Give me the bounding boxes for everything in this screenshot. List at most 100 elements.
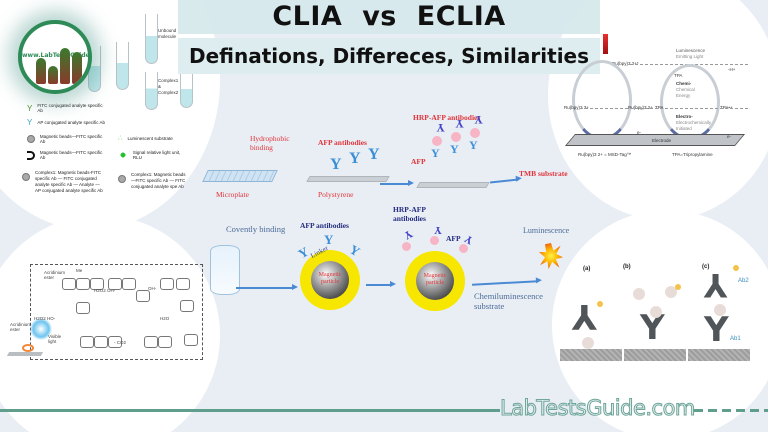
benzene-ring-icon [76, 302, 90, 314]
tube-label: Compleх1 & Complex2 [158, 78, 179, 95]
label-tag-icon [675, 284, 681, 290]
test-tube [180, 74, 193, 108]
light-emission-icon [30, 318, 52, 340]
benzene-ring-icon [108, 336, 122, 348]
footer-dash [722, 409, 731, 412]
test-tube [145, 14, 158, 64]
benzene-ring-icon [122, 278, 136, 290]
page-subtitle: Definations, Differeces, Similarities [178, 38, 600, 74]
benzene-ring-icon [80, 336, 94, 348]
benzene-ring-icon [176, 278, 190, 290]
antibody-icon: Y [450, 142, 459, 156]
ap-antibody-icon: Y [27, 118, 33, 127]
antigen-icon [714, 304, 726, 316]
antibody-icon: Y [572, 296, 597, 336]
antibody-icon: Y [368, 146, 380, 163]
tmb-substrate-label: TMB substrate [519, 169, 568, 178]
antibody-icon: Y [330, 156, 342, 173]
hrp-antibody-icon: Y [455, 117, 464, 131]
arrow-icon [380, 180, 414, 186]
hrp-antibody-icon: Y [436, 121, 445, 135]
legend-item: ∴ Luminescent substrate [118, 135, 173, 142]
complex2-icon [118, 175, 126, 183]
panel-label-b: (b) [623, 264, 631, 270]
polystyrene-surface [416, 182, 490, 188]
antibody-icon: Y [431, 146, 440, 160]
visible-light-label: Visible light [48, 334, 62, 344]
footer-dash [764, 409, 768, 412]
footer-dash [694, 409, 703, 412]
solid-phase-surface [560, 349, 622, 361]
benzene-ring-icon [184, 334, 198, 346]
test-tube [145, 72, 158, 110]
afp-label: AFP [446, 234, 461, 243]
antigen-icon [650, 306, 662, 318]
co2-label: - CO2 [114, 340, 127, 345]
solid-phase-surface [688, 349, 750, 361]
antigen-icon [633, 288, 645, 300]
afp-antibodies-label: AFP antibodies [300, 221, 349, 230]
sample-tube-icon [210, 245, 240, 295]
methyl-label: Me [76, 268, 83, 273]
tube-label: Unbound molecule [158, 28, 177, 39]
label-tag-icon [733, 265, 739, 271]
peroxide-label: H2O2 HO- [34, 316, 56, 321]
afp-antibodies-label: AFP antibodies [318, 138, 367, 147]
ab1-label: Ab1 [730, 336, 741, 342]
water-label: H2O [160, 316, 170, 321]
electron-label: e- [637, 130, 642, 135]
microplate-label: Microplate [216, 190, 249, 199]
h-plus-label: -H+ [728, 67, 736, 72]
logo-ring-text: www.LabTestsGuide.com [22, 52, 92, 59]
arrow-icon [472, 280, 538, 286]
covently-binding-label: Covently binding [226, 224, 286, 234]
hrp-antibody-icon: Y [401, 227, 415, 242]
afp-antigen-icon [459, 244, 468, 253]
test-tube [116, 42, 129, 90]
emitting-light-label: Emitting Light [676, 54, 704, 59]
luminescence-label: Luminescence [523, 226, 570, 235]
benzene-ring-icon [158, 336, 172, 348]
magnetic-arc-icon [27, 150, 35, 160]
benzene-ring-icon [136, 290, 150, 302]
family-figure-icon [72, 52, 82, 84]
benzene-ring-icon [94, 336, 108, 348]
arrow-icon [489, 178, 519, 183]
hydrophobic-binding-label: Hydrophobic binding [250, 134, 290, 152]
light-arrow-icon [603, 34, 608, 54]
fitc-antibody-icon: Y [27, 103, 33, 113]
legend-item: Y FITC conjugated analyte specific Ab [27, 103, 103, 113]
reagent-label: H2O2 OH- [94, 288, 116, 293]
family-figure-icon [48, 66, 58, 84]
benzene-ring-icon [76, 278, 90, 290]
afp-antigen-icon [432, 136, 442, 146]
polystyrene-surface [306, 176, 390, 182]
afp-label: AFP [411, 157, 426, 166]
afp-antigen-icon [402, 242, 411, 251]
hrp-afp-label: HRP-AFP antibodies [393, 205, 426, 223]
benzene-ring-icon [160, 278, 174, 290]
legend-item: Complex1: Magnetic beads—FITC specific A… [118, 172, 190, 190]
reaction-scheme-box [30, 264, 203, 360]
microplate-icon [202, 170, 278, 182]
ab2-label: Ab2 [738, 278, 749, 284]
label-tag-icon [597, 301, 603, 307]
antigen-icon [22, 344, 34, 352]
benzene-ring-icon [62, 278, 76, 290]
magnetic-particle-icon: Magnetic particle [416, 262, 454, 300]
capture-antibody-icon: Y [704, 310, 729, 350]
electrode-label: Electrode [652, 138, 672, 143]
cycle-arrow [572, 60, 632, 140]
magnetic-particle-conjugate: Magnetic particle [300, 250, 360, 310]
legend-item: Magnetic beads—FITC specific Ab [27, 134, 107, 144]
family-figure-icon [60, 48, 70, 84]
benzene-ring-icon [144, 336, 158, 348]
electrochem-label: Electrochemically Initiated [676, 120, 712, 131]
luminescence-burst-icon [539, 243, 563, 269]
acridinium-ester-label: Acridinium ester [10, 322, 32, 332]
arrow-icon [366, 281, 396, 287]
antibody-icon: Y [469, 138, 478, 152]
footer-dash [708, 409, 717, 412]
reagent-label: OH- [148, 286, 157, 291]
watermark: LabTestsGuide.com [500, 396, 696, 421]
